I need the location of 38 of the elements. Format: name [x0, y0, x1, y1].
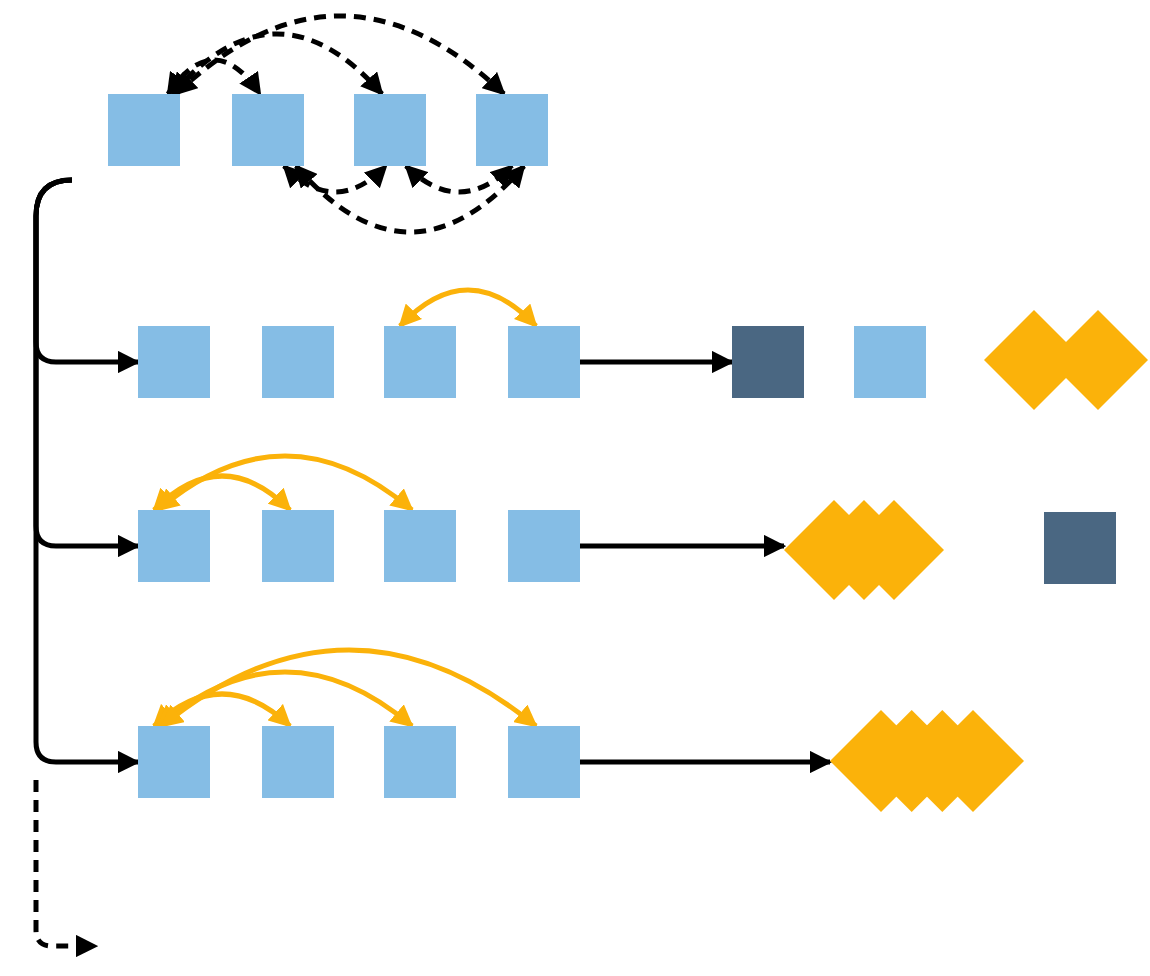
square	[262, 726, 334, 798]
square	[384, 326, 456, 398]
arrow	[580, 350, 735, 374]
arrow	[294, 164, 526, 235]
square	[232, 94, 304, 166]
arrow	[282, 164, 388, 195]
square	[262, 326, 334, 398]
arrow	[170, 31, 384, 96]
arrow	[156, 453, 414, 512]
square	[354, 94, 426, 166]
diamond-cluster	[830, 710, 1024, 812]
dark-square	[1044, 512, 1116, 584]
arrow	[404, 164, 514, 195]
arrow	[398, 287, 538, 328]
arrow	[580, 534, 787, 558]
arrow	[152, 473, 292, 512]
arrow	[166, 57, 262, 96]
square	[138, 326, 210, 398]
arrow	[156, 669, 414, 728]
square	[384, 510, 456, 582]
arrow	[33, 177, 141, 774]
square	[138, 726, 210, 798]
square	[508, 510, 580, 582]
square	[508, 726, 580, 798]
square	[138, 510, 210, 582]
square	[854, 326, 926, 398]
arrow	[174, 13, 506, 96]
arrow	[580, 750, 833, 774]
diamond-cluster	[984, 310, 1148, 410]
square	[476, 94, 548, 166]
square	[508, 326, 580, 398]
arrow	[152, 691, 292, 728]
square	[262, 510, 334, 582]
square	[108, 94, 180, 166]
diamond-cluster	[784, 500, 944, 600]
arrow	[160, 647, 538, 728]
square	[384, 726, 456, 798]
dark-square	[732, 326, 804, 398]
